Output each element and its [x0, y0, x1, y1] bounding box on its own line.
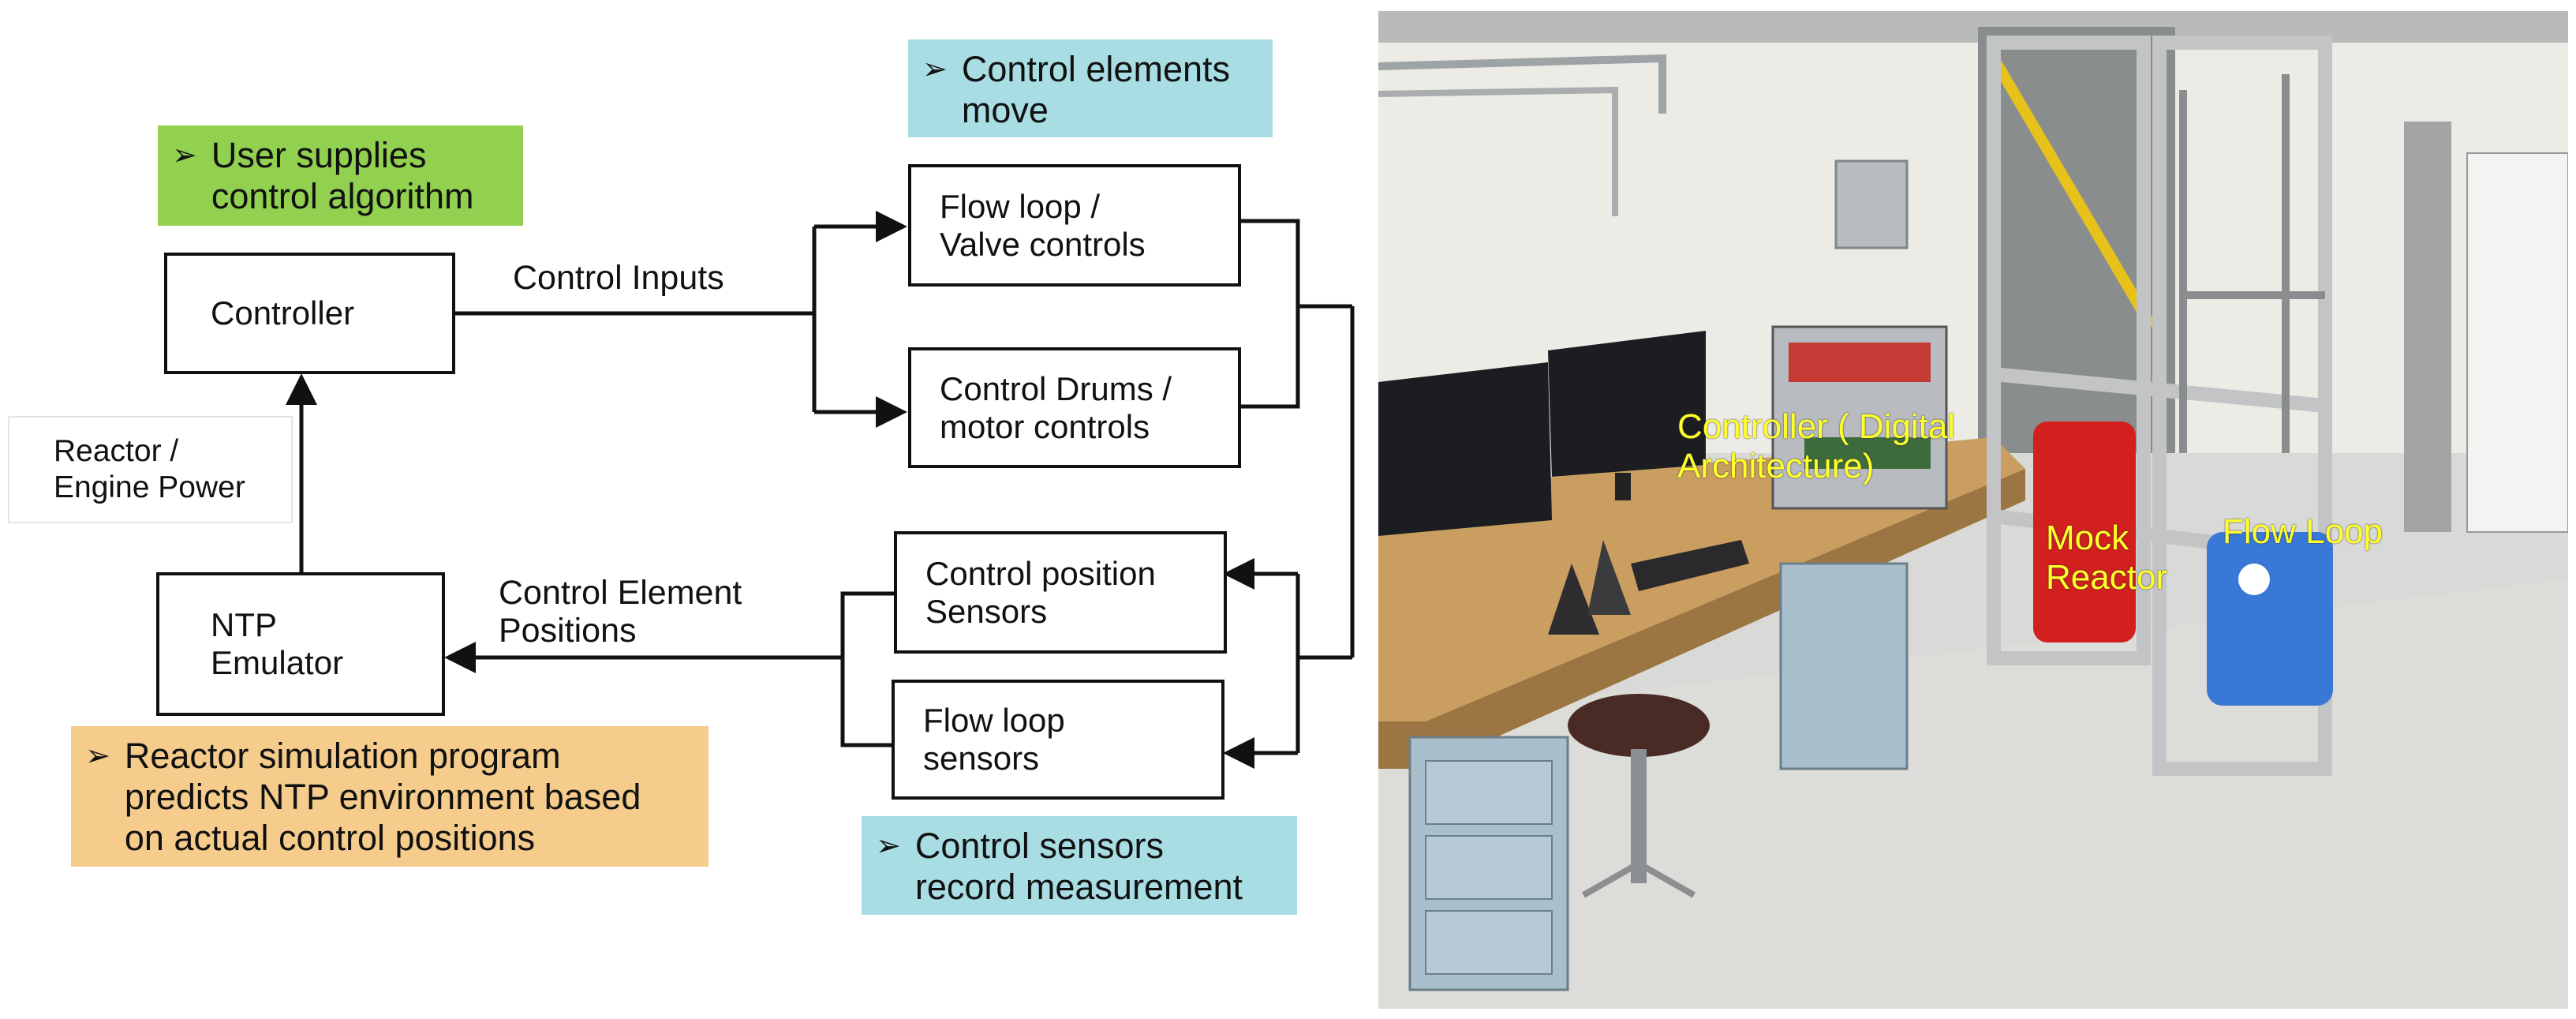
- line-flow-valve-out: [1241, 219, 1300, 409]
- lab-photo: [1378, 11, 2568, 1009]
- arrow-bullet-icon: ➢: [922, 53, 948, 86]
- photo-label-controller: Controller ( Digital Architecture): [1677, 407, 1956, 485]
- controller-box: Controller: [164, 253, 455, 374]
- edge-label-control-inputs: Control Inputs: [513, 259, 724, 297]
- photo-label-flow-loop: Flow Loop: [2223, 512, 2383, 551]
- line-sensors-left: [840, 591, 894, 747]
- note-user-supplies: ➢ User supplies control algorithm: [158, 126, 523, 226]
- control-position-sensors-box: Control position Sensors: [894, 531, 1227, 654]
- arrow-bullet-icon: ➢: [172, 139, 197, 172]
- ntp-emulator-box: NTP Emulator: [156, 572, 445, 716]
- note-control-elements-move: ➢ Control elements move: [908, 39, 1273, 137]
- arrow-bullet-icon: ➢: [876, 830, 901, 863]
- photo-label-mock-reactor: Mock Reactor: [2046, 519, 2168, 597]
- edge-label-control-element-positions: Control Element Positions: [499, 574, 742, 650]
- control-drums-box: Control Drums / motor controls: [908, 347, 1241, 468]
- note-control-sensors: ➢ Control sensors record measurement: [862, 816, 1297, 915]
- flow-loop-valve-box: Flow loop / Valve controls: [908, 164, 1241, 287]
- connector-lines: [286, 211, 1355, 769]
- reactor-engine-power-box: Reactor / Engine Power: [8, 416, 293, 523]
- arrow-bullet-icon: ➢: [85, 740, 110, 773]
- flow-loop-sensors-box: Flow loop sensors: [892, 680, 1224, 800]
- note-reactor-simulation: ➢ Reactor simulation program predicts NT…: [71, 726, 708, 867]
